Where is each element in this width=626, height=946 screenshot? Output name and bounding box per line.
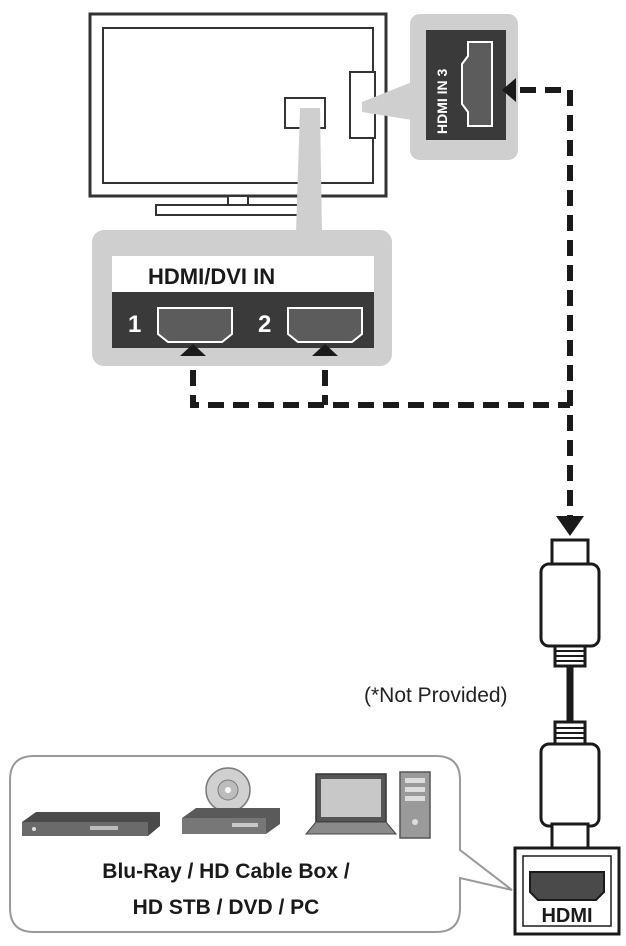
devices-callout: Blu-Ray / HD Cable Box / HD STB / DVD / … [9,755,513,933]
source-hdmi-label: HDMI [541,905,592,927]
not-provided-note: (*Not Provided) [364,684,508,707]
laptop-icon [304,773,398,835]
hdmi-dvi-title: HDMI/DVI IN [148,264,275,289]
devices-line-2: HD STB / DVD / PC [133,896,320,919]
hdmi-port-2 [287,307,363,343]
callout-wedge-side [362,82,412,120]
port-1-number: 1 [128,311,141,338]
callout-wedge-bottom [296,108,322,232]
hdmi-port-1 [157,307,233,343]
pc-tower-icon [399,771,431,839]
arrow-down-cable [556,516,584,536]
dvd-player-icon [182,767,280,834]
arrow-hdmi-in3 [502,78,516,102]
dashed-connection-lines [190,87,573,520]
arrow-port-2 [312,344,338,356]
hdmi-dvi-panel: HDMI/DVI IN 1 2 [92,230,392,366]
arrow-port-1 [180,344,206,356]
hdmi-in3-label: HDMI IN 3 [434,68,450,134]
devices-line-1: Blu-Ray / HD Cable Box / [102,860,350,883]
hdmi-in3-panel: HDMI IN 3 [410,14,518,160]
source-hdmi-port: HDMI [513,846,621,936]
port-2-number: 2 [258,311,271,338]
bluray-player-icon [22,812,160,836]
hdmi-cable [539,538,601,852]
tv [88,12,388,216]
